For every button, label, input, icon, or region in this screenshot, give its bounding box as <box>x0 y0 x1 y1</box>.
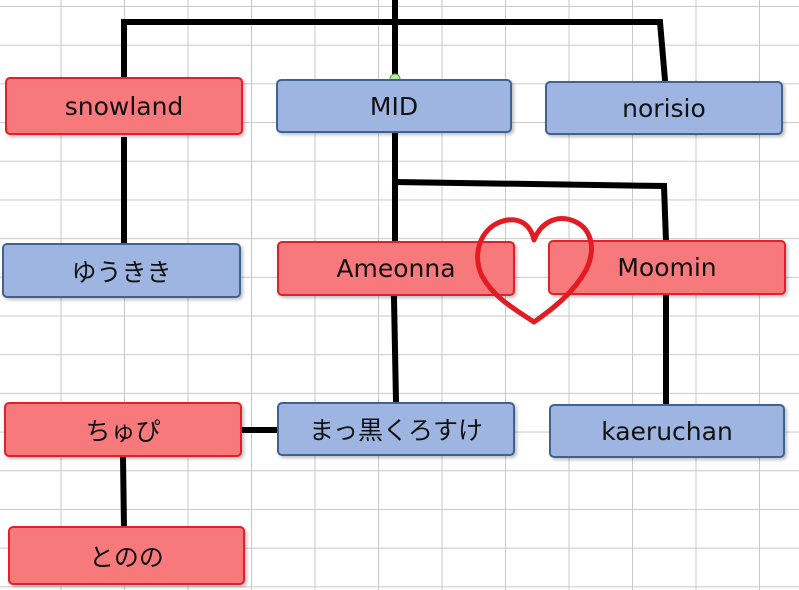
node-yuukiki[interactable]: ゆうきき <box>2 243 241 298</box>
node-chupi[interactable]: ちゅぴ <box>4 402 242 457</box>
node-tonono[interactable]: とのの <box>8 526 245 585</box>
node-label: snowland <box>64 91 184 121</box>
heart-shape <box>475 216 594 325</box>
node-label: とのの <box>89 542 164 572</box>
connector-ameonna-makkuro <box>390 294 400 406</box>
connector-top-bar <box>121 19 669 84</box>
node-kaeruchan[interactable]: kaeruchan <box>549 404 785 458</box>
node-makkuro[interactable]: まっ黒くろすけ <box>277 402 515 456</box>
connector-mid-moomin <box>391 178 670 245</box>
node-norisio[interactable]: norisio <box>545 81 783 135</box>
node-label: norisio <box>622 93 706 123</box>
node-label: ゆうきき <box>71 257 172 287</box>
node-mid[interactable]: MID <box>276 79 512 133</box>
node-label: まっ黒くろすけ <box>308 416 483 445</box>
node-label: Ameonna <box>336 254 456 283</box>
node-label: ちゅぴ <box>85 416 161 446</box>
node-label: MID <box>369 91 419 121</box>
node-label: Moomin <box>617 253 717 282</box>
connector-chupi-tonono <box>119 453 128 532</box>
node-label: kaeruchan <box>601 416 733 446</box>
node-snowland[interactable]: snowland <box>5 77 243 135</box>
